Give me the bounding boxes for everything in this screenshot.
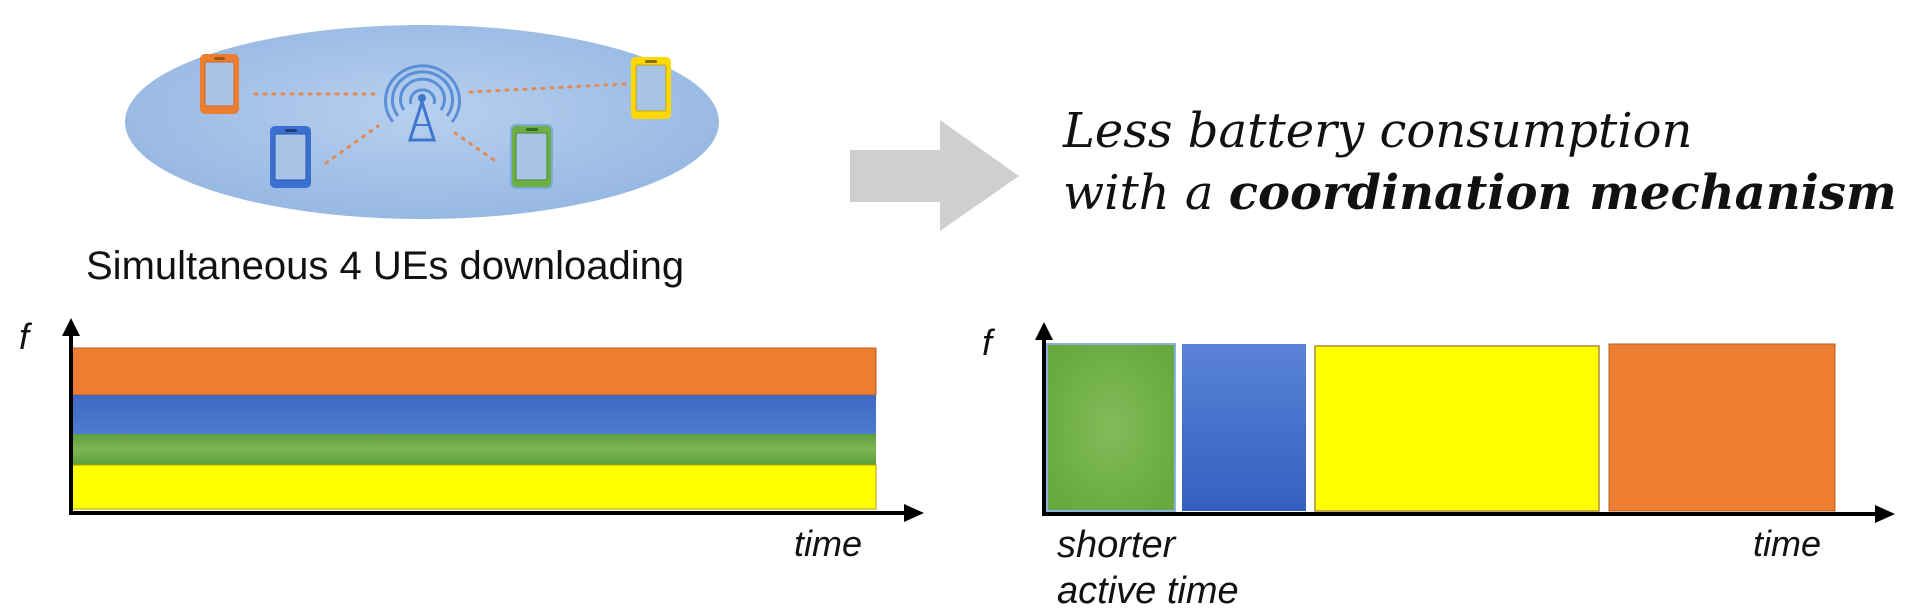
- right-y-axis-label: f: [982, 322, 993, 363]
- note-line-1: shorter: [1057, 524, 1176, 566]
- blue-phone-icon: [270, 126, 311, 188]
- cell-tower-icon: [384, 64, 461, 142]
- right-block-yellow: [1314, 345, 1600, 512]
- network-caption: Simultaneous 4 UEs downloading: [86, 244, 685, 288]
- headline-line-1: Less battery consumption: [1063, 103, 1693, 159]
- green-phone-icon: [510, 124, 553, 189]
- left-band-yellow: [70, 464, 877, 510]
- left-y-axis-arrowhead: [62, 318, 80, 336]
- headline-line-2: with a coordination mechanism: [1063, 162, 1897, 224]
- left-x-axis-label: time: [794, 523, 863, 564]
- radio-links: [253, 82, 627, 165]
- note-line-2: active time: [1057, 570, 1239, 612]
- left-y-axis-label: f: [19, 316, 30, 357]
- right-block-orange: [1608, 343, 1836, 512]
- right-x-axis-label: time: [1753, 523, 1822, 564]
- right-frequency-chart: [1035, 322, 1895, 523]
- headline-line-2-bold: coordination mechanism: [1228, 165, 1897, 221]
- right-block-blue: [1182, 344, 1306, 511]
- headline: Less battery consumption with a coordina…: [1063, 100, 1897, 224]
- headline-line-2-prefix: with a: [1063, 165, 1229, 221]
- left-frequency-chart: [62, 318, 924, 522]
- shorter-active-time-note: shorter active time: [1057, 522, 1239, 614]
- left-x-axis-arrowhead: [904, 504, 924, 522]
- orange-phone-icon: [200, 54, 239, 114]
- left-band-blue: [71, 395, 876, 434]
- right-block-green: [1046, 343, 1176, 512]
- yellow-phone-icon: [631, 57, 671, 119]
- right-y-axis-arrowhead: [1035, 322, 1053, 340]
- left-band-orange: [70, 347, 877, 396]
- right-x-axis-arrowhead: [1875, 505, 1895, 523]
- transition-arrow-icon: [850, 120, 1019, 231]
- left-band-green: [71, 434, 876, 465]
